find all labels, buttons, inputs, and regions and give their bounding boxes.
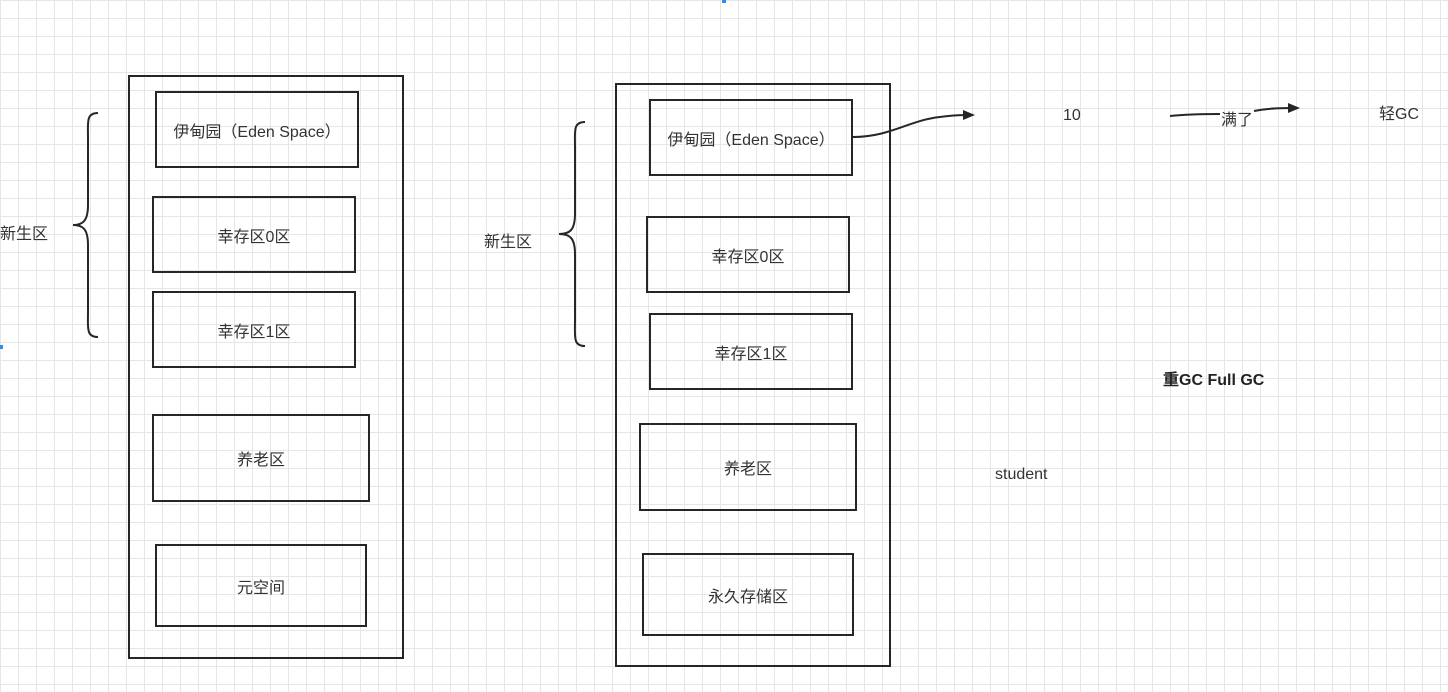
left-young-gen-label[interactable]: 新生区	[0, 226, 49, 243]
right-old-box[interactable]: 养老区	[639, 423, 857, 511]
left-old-box[interactable]: 养老区	[152, 414, 370, 502]
count-label[interactable]: 10	[1063, 107, 1081, 124]
selection-handle-top	[722, 0, 726, 3]
right-eden-label: 伊甸园（Eden Space）	[667, 131, 835, 149]
right-heap-container[interactable]	[615, 83, 891, 667]
right-young-gen-label[interactable]: 新生区	[484, 234, 533, 251]
count-to-full-line[interactable]	[1169, 113, 1221, 117]
left-survivor1-box[interactable]: 幸存区1区	[152, 291, 356, 368]
full-label[interactable]: 满了	[1221, 112, 1254, 129]
right-survivor0-label: 幸存区0区	[711, 248, 785, 266]
left-eden-box[interactable]: 伊甸园（Eden Space）	[155, 91, 359, 168]
left-old-label: 养老区	[236, 452, 285, 469]
right-survivor1-box[interactable]: 幸存区1区	[649, 313, 853, 390]
left-survivor0-box[interactable]: 幸存区0区	[152, 196, 356, 273]
right-survivor1-label: 幸存区1区	[714, 345, 788, 363]
left-meta-box[interactable]: 元空间	[155, 544, 367, 627]
right-eden-box[interactable]: 伊甸园（Eden Space）	[649, 99, 853, 176]
left-eden-label: 伊甸园（Eden Space）	[173, 123, 341, 141]
major-gc-label[interactable]: 重GC Full GC	[1163, 372, 1265, 389]
left-meta-label: 元空间	[236, 579, 285, 597]
right-old-label: 养老区	[723, 461, 772, 478]
full-to-minor-gc-arrow[interactable]	[1253, 103, 1300, 114]
object-label[interactable]: student	[995, 466, 1048, 483]
left-heap-container[interactable]	[128, 75, 404, 659]
right-survivor0-box[interactable]: 幸存区0区	[646, 216, 850, 293]
minor-gc-label[interactable]: 轻GC	[1379, 106, 1420, 123]
right-perm-label: 永久存储区	[707, 588, 788, 606]
left-survivor1-label: 幸存区1区	[217, 323, 291, 341]
selection-handle-left	[0, 345, 3, 349]
left-survivor0-label: 幸存区0区	[217, 228, 291, 246]
right-perm-box[interactable]: 永久存储区	[642, 553, 854, 636]
right-brace[interactable]	[558, 121, 586, 347]
left-brace[interactable]	[72, 112, 99, 338]
